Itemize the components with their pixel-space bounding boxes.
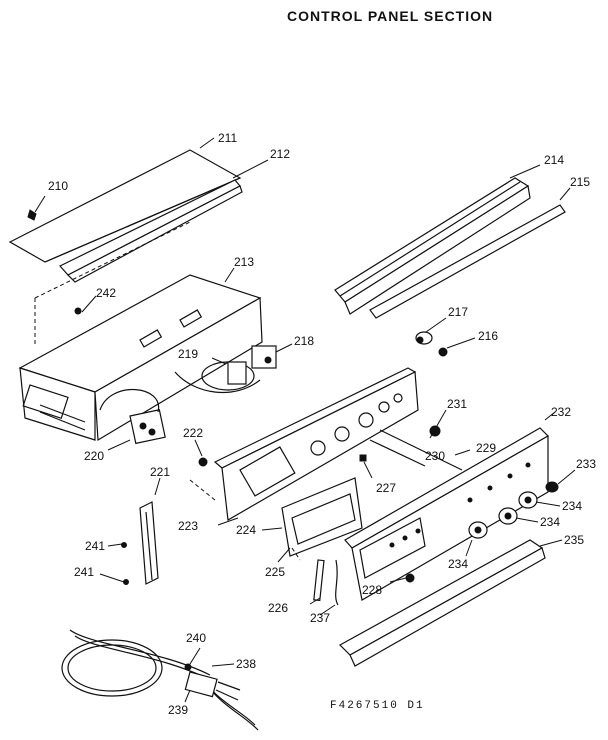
label-214: 214 [544, 153, 564, 167]
part-233-knob [545, 481, 559, 493]
part-234-knob-c [468, 521, 488, 539]
label-222: 222 [183, 426, 203, 440]
label-231: 231 [447, 397, 467, 411]
part-227-clip [359, 454, 367, 462]
part-214-trim-bar [334, 177, 531, 315]
label-229: 229 [476, 441, 496, 455]
label-237: 237 [310, 611, 330, 625]
part-212-top-trim [59, 179, 243, 283]
part-211-top-cover [8, 149, 242, 263]
part-242-screw [74, 307, 82, 315]
part-223-control-panel [189, 367, 419, 521]
diagram-title: CONTROL PANEL SECTION [287, 8, 494, 24]
label-234c: 234 [448, 557, 468, 571]
part-217-knob [415, 331, 433, 345]
part-210-screw [27, 209, 37, 221]
label-224: 224 [236, 523, 256, 537]
part-234-knob-b [498, 507, 518, 525]
label-234a: 234 [562, 499, 582, 513]
part-234-knob-a [518, 491, 538, 509]
label-210: 210 [48, 179, 68, 193]
part-238-connector [184, 671, 241, 701]
leader-lines [34, 137, 576, 703]
label-230: 230 [425, 449, 445, 463]
label-235: 235 [564, 533, 584, 547]
label-239: 239 [168, 703, 188, 717]
label-225: 225 [265, 565, 285, 579]
label-241b: 241 [74, 565, 94, 579]
part-235-bottom-trim [339, 539, 546, 667]
part-215-strip [369, 204, 566, 319]
part-216-nut [438, 347, 448, 357]
label-211: 211 [218, 131, 237, 145]
label-234b: 234 [540, 515, 560, 529]
label-238: 238 [236, 657, 256, 671]
label-227: 227 [376, 481, 396, 495]
label-241a: 241 [85, 539, 105, 553]
part-237-wire [335, 559, 339, 606]
label-232: 232 [551, 405, 571, 419]
label-223: 223 [178, 519, 198, 533]
label-219: 219 [178, 347, 198, 361]
label-226: 226 [268, 601, 288, 615]
label-215: 215 [570, 175, 590, 189]
label-220: 220 [84, 449, 104, 463]
label-216: 216 [478, 329, 498, 343]
part-222-nut [198, 457, 208, 467]
part-232-front-panel [344, 427, 549, 601]
drawing-code: F4267510 D1 [330, 700, 425, 712]
label-242: 242 [96, 286, 116, 300]
label-212: 212 [270, 147, 290, 161]
part-224-bracket [281, 477, 363, 557]
label-233: 233 [576, 457, 596, 471]
label-217: 217 [448, 305, 468, 319]
label-213: 213 [234, 255, 254, 269]
part-240-wire-harness [61, 629, 259, 731]
part-213-control-housing [18, 221, 263, 442]
part-230-rod [369, 429, 463, 471]
label-228: 228 [362, 583, 382, 597]
label-240: 240 [186, 631, 206, 645]
part-218-switch [251, 345, 277, 369]
part-220-terminal-block [99, 388, 166, 445]
part-226-strip [313, 559, 325, 602]
part-241-screws [121, 542, 129, 585]
part-221-vertical-bracket [139, 501, 159, 585]
callout-labels: 210 211 212 213 214 215 216 217 218 219 … [48, 131, 596, 717]
part-219-thermostat [174, 361, 261, 394]
part-225-overlay [291, 547, 301, 561]
part-228-screw [405, 573, 415, 583]
label-221: 221 [150, 465, 170, 479]
label-218: 218 [294, 334, 314, 348]
